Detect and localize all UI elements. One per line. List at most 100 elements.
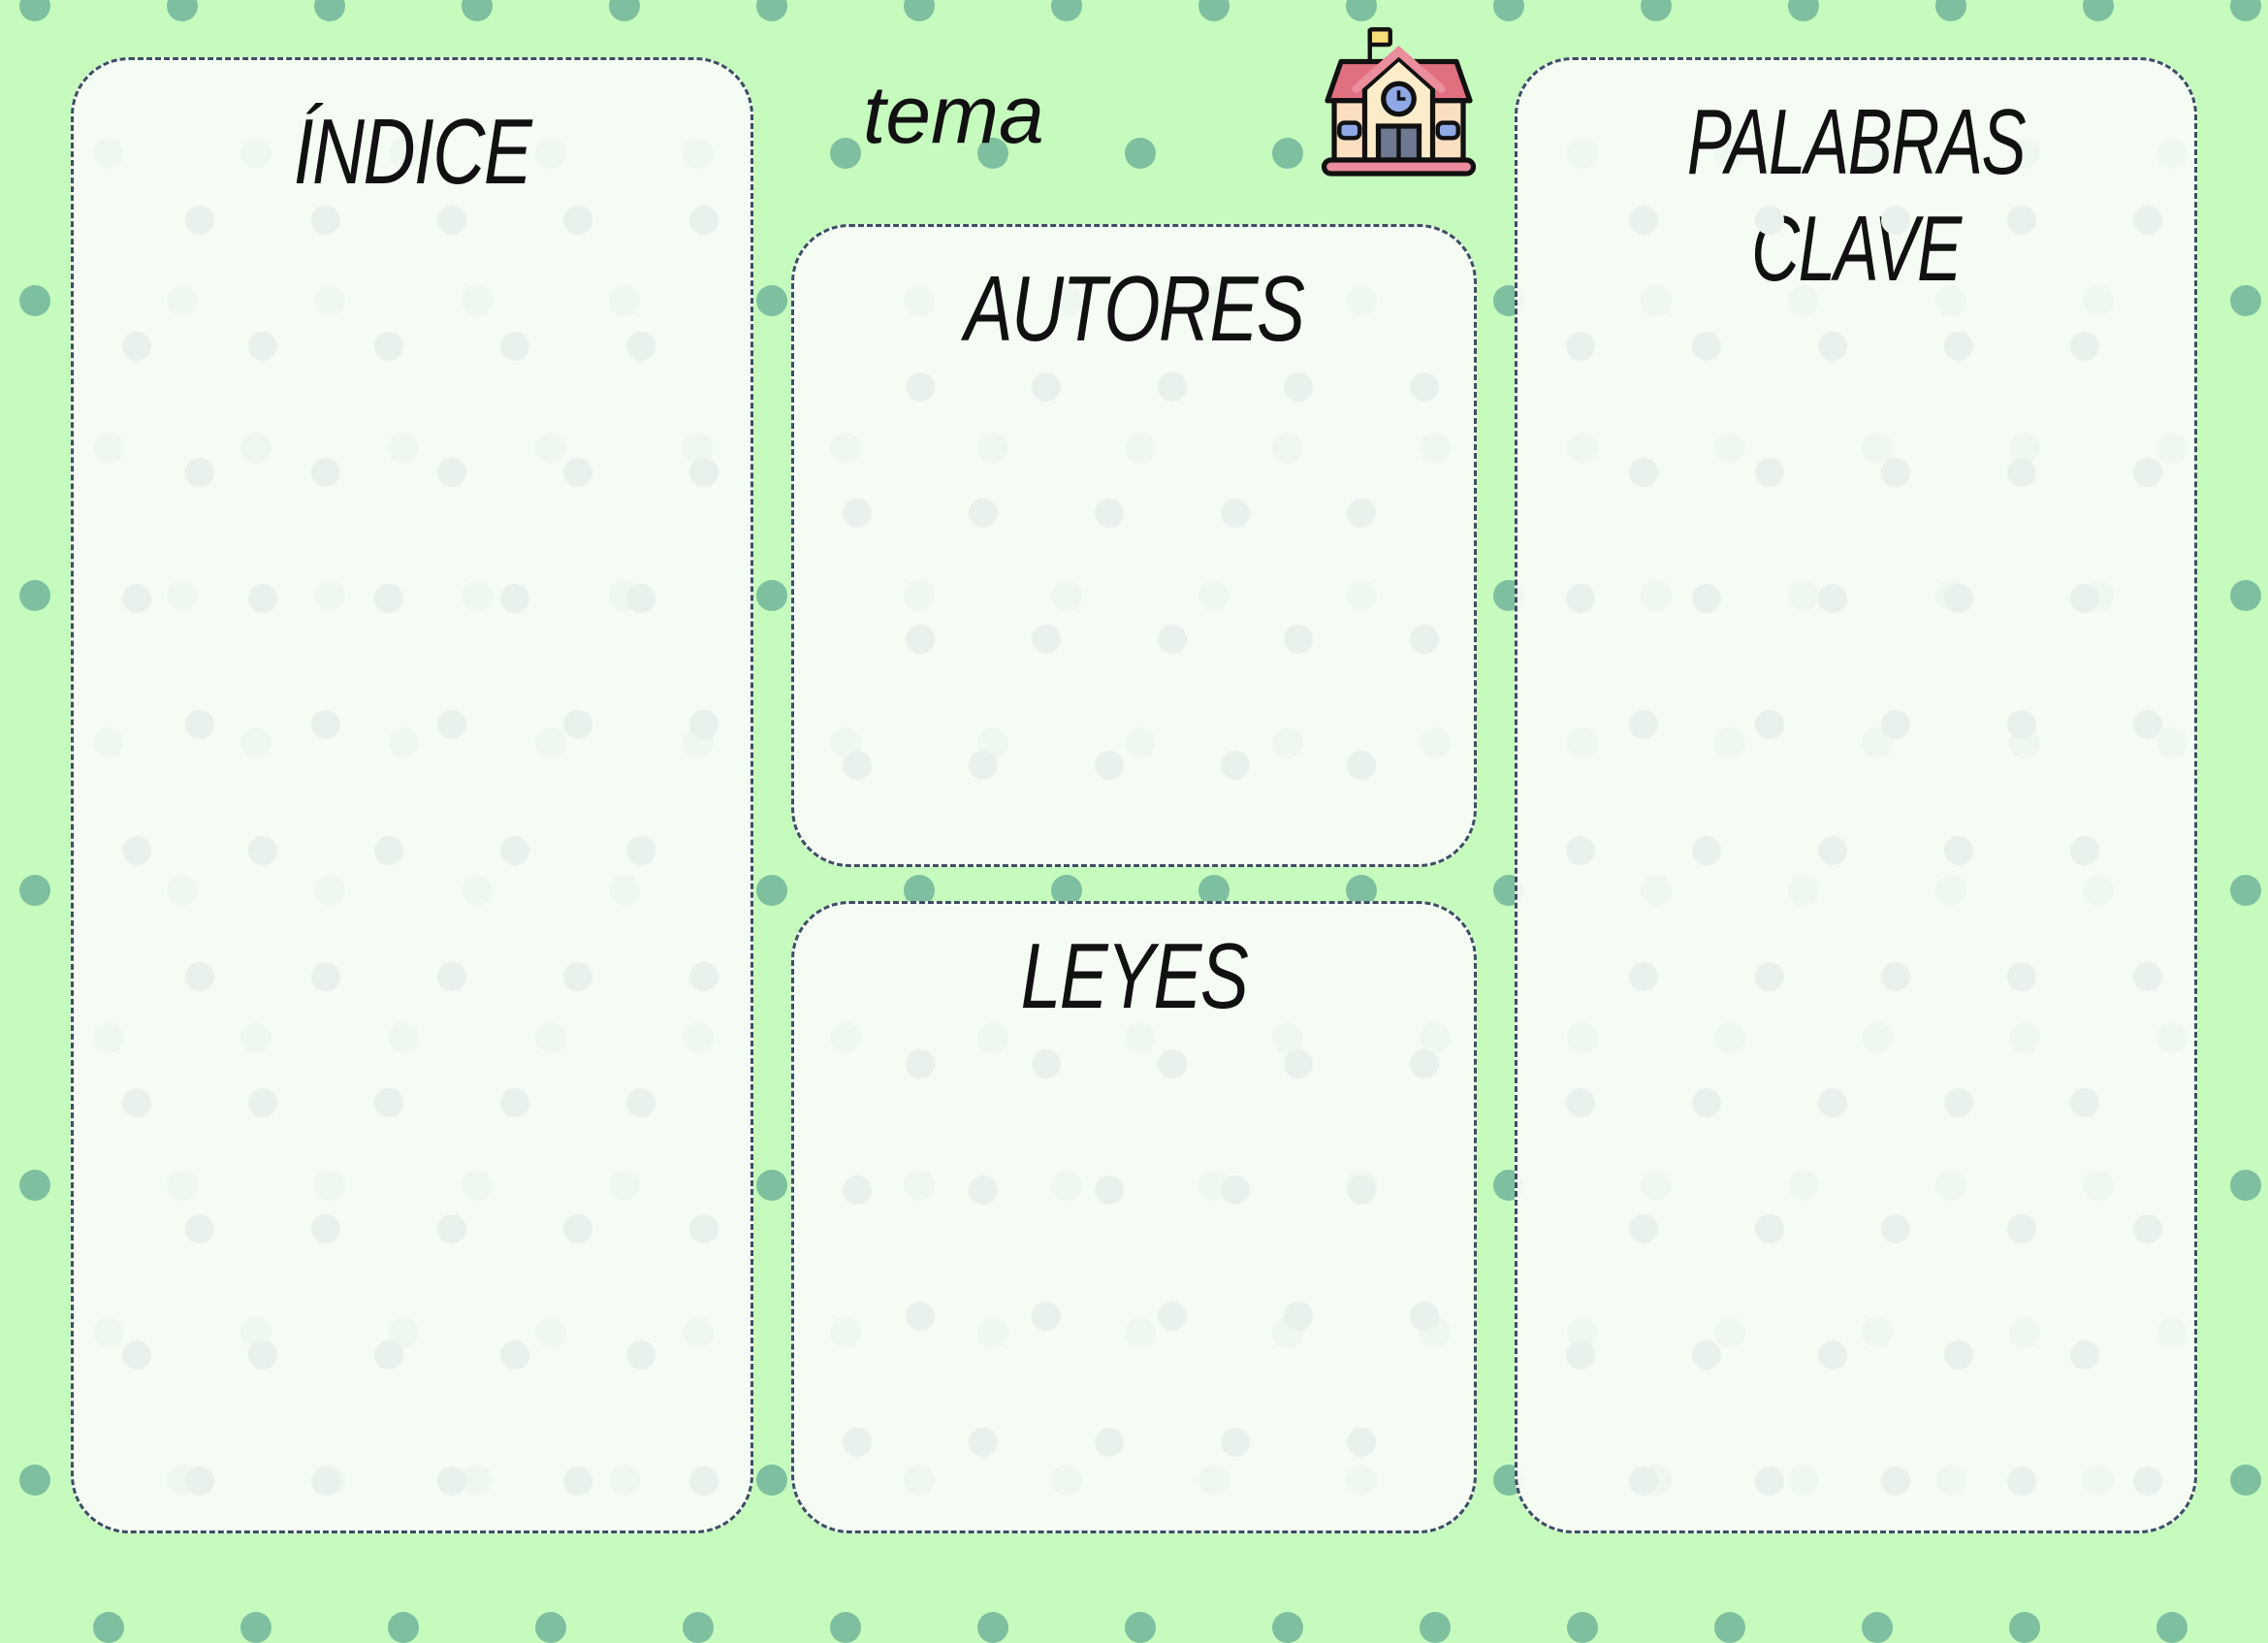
- faint-dot: [563, 1466, 592, 1496]
- faint-dot: [2007, 1466, 2036, 1496]
- polka-dot: [1493, 0, 1524, 21]
- faint-dot: [626, 1088, 655, 1117]
- faint-dot: [563, 458, 592, 487]
- polka-dot: [1051, 875, 1082, 906]
- polka-dot: [977, 1612, 1008, 1643]
- faint-dot: [1566, 836, 1595, 865]
- faint-dot: [248, 332, 277, 361]
- polka-dot: [830, 1612, 861, 1643]
- polka-dot: [1862, 1612, 1893, 1643]
- polka-dot: [19, 875, 50, 906]
- faint-dot: [1818, 1340, 1847, 1369]
- laws-panel[interactable]: LEYES: [791, 901, 1477, 1533]
- faint-dot: [311, 458, 340, 487]
- faint-dot: [1566, 332, 1595, 361]
- faint-dot: [1818, 1088, 1847, 1117]
- faint-dot: [185, 1214, 214, 1243]
- faint-dot: [2007, 1214, 2036, 1243]
- faint-dot: [1158, 625, 1187, 654]
- faint-dot: [437, 710, 466, 739]
- faint-dot: [1032, 1049, 1061, 1079]
- faint-dot: [626, 584, 655, 613]
- polka-dot: [609, 0, 640, 21]
- faint-dot: [122, 836, 151, 865]
- faint-dot: [185, 1466, 214, 1496]
- polka-dot: [1346, 875, 1377, 906]
- faint-dot: [2133, 458, 2162, 487]
- polka-dot: [2230, 285, 2261, 316]
- polka-dot: [19, 1465, 50, 1496]
- faint-dot: [843, 1428, 872, 1457]
- faint-dot: [1032, 372, 1061, 402]
- faint-dot: [1566, 1088, 1595, 1117]
- polka-dot: [2083, 0, 2114, 21]
- faint-dot: [311, 962, 340, 991]
- polka-dot: [2009, 1612, 2040, 1643]
- faint-dot: [1881, 710, 1910, 739]
- faint-dot: [1755, 1466, 1784, 1496]
- authors-title: AUTORES: [964, 257, 1305, 361]
- polka-dot: [19, 0, 50, 21]
- faint-dot: [563, 710, 592, 739]
- polka-dot: [1346, 0, 1377, 21]
- faint-dot: [500, 836, 529, 865]
- faint-dot: [1566, 1340, 1595, 1369]
- faint-dot: [1692, 1340, 1721, 1369]
- faint-dot: [1032, 1302, 1061, 1331]
- faint-dot: [1818, 332, 1847, 361]
- faint-dot: [1410, 1302, 1439, 1331]
- index-panel[interactable]: ÍNDICE: [71, 57, 753, 1533]
- faint-dot: [2133, 206, 2162, 235]
- polka-dot: [19, 580, 50, 611]
- faint-dot: [2007, 962, 2036, 991]
- polka-dot: [756, 1465, 787, 1496]
- faint-dot: [1944, 1088, 1973, 1117]
- polka-dot: [19, 285, 50, 316]
- faint-dot: [1944, 584, 1973, 613]
- authors-panel[interactable]: AUTORES: [791, 224, 1477, 867]
- faint-dot: [1347, 1428, 1376, 1457]
- polka-dot: [388, 1612, 419, 1643]
- faint-dot: [437, 962, 466, 991]
- faint-dot: [689, 1214, 719, 1243]
- faint-dot: [906, 625, 935, 654]
- faint-dot: [1221, 751, 1250, 780]
- faint-dot: [1881, 1466, 1910, 1496]
- faint-dot: [2007, 710, 2036, 739]
- keywords-panel[interactable]: PALABRAS CLAVE: [1515, 57, 2197, 1533]
- faint-dot: [689, 710, 719, 739]
- faint-dot: [248, 1088, 277, 1117]
- faint-dot: [1221, 1176, 1250, 1205]
- faint-dot: [248, 836, 277, 865]
- faint-dot: [1284, 1049, 1313, 1079]
- faint-dot: [374, 836, 403, 865]
- faint-dot: [1347, 1176, 1376, 1205]
- keywords-title: PALABRAS CLAVE: [1686, 90, 2027, 301]
- faint-dot: [843, 751, 872, 780]
- faint-dot: [906, 1302, 935, 1331]
- faint-dot: [626, 836, 655, 865]
- polka-dot: [756, 580, 787, 611]
- faint-dot: [1692, 332, 1721, 361]
- faint-dot: [626, 332, 655, 361]
- polka-dot: [2230, 1170, 2261, 1201]
- index-title: ÍNDICE: [293, 100, 532, 204]
- faint-dot: [1347, 751, 1376, 780]
- faint-dot: [906, 372, 935, 402]
- faint-dot: [1755, 962, 1784, 991]
- faint-dot: [1095, 499, 1124, 528]
- polka-dot: [2230, 0, 2261, 21]
- faint-dot: [2070, 584, 2099, 613]
- faint-dot: [1347, 499, 1376, 528]
- faint-dot: [1881, 1214, 1910, 1243]
- faint-dot: [185, 962, 214, 991]
- polka-dot: [1051, 0, 1082, 21]
- faint-dot: [2133, 710, 2162, 739]
- faint-dot: [122, 1088, 151, 1117]
- faint-dot: [374, 332, 403, 361]
- faint-dot: [1629, 206, 1658, 235]
- faint-dot: [122, 584, 151, 613]
- faint-dot: [563, 206, 592, 235]
- polka-dot: [904, 0, 935, 21]
- polka-dot: [1935, 0, 1966, 21]
